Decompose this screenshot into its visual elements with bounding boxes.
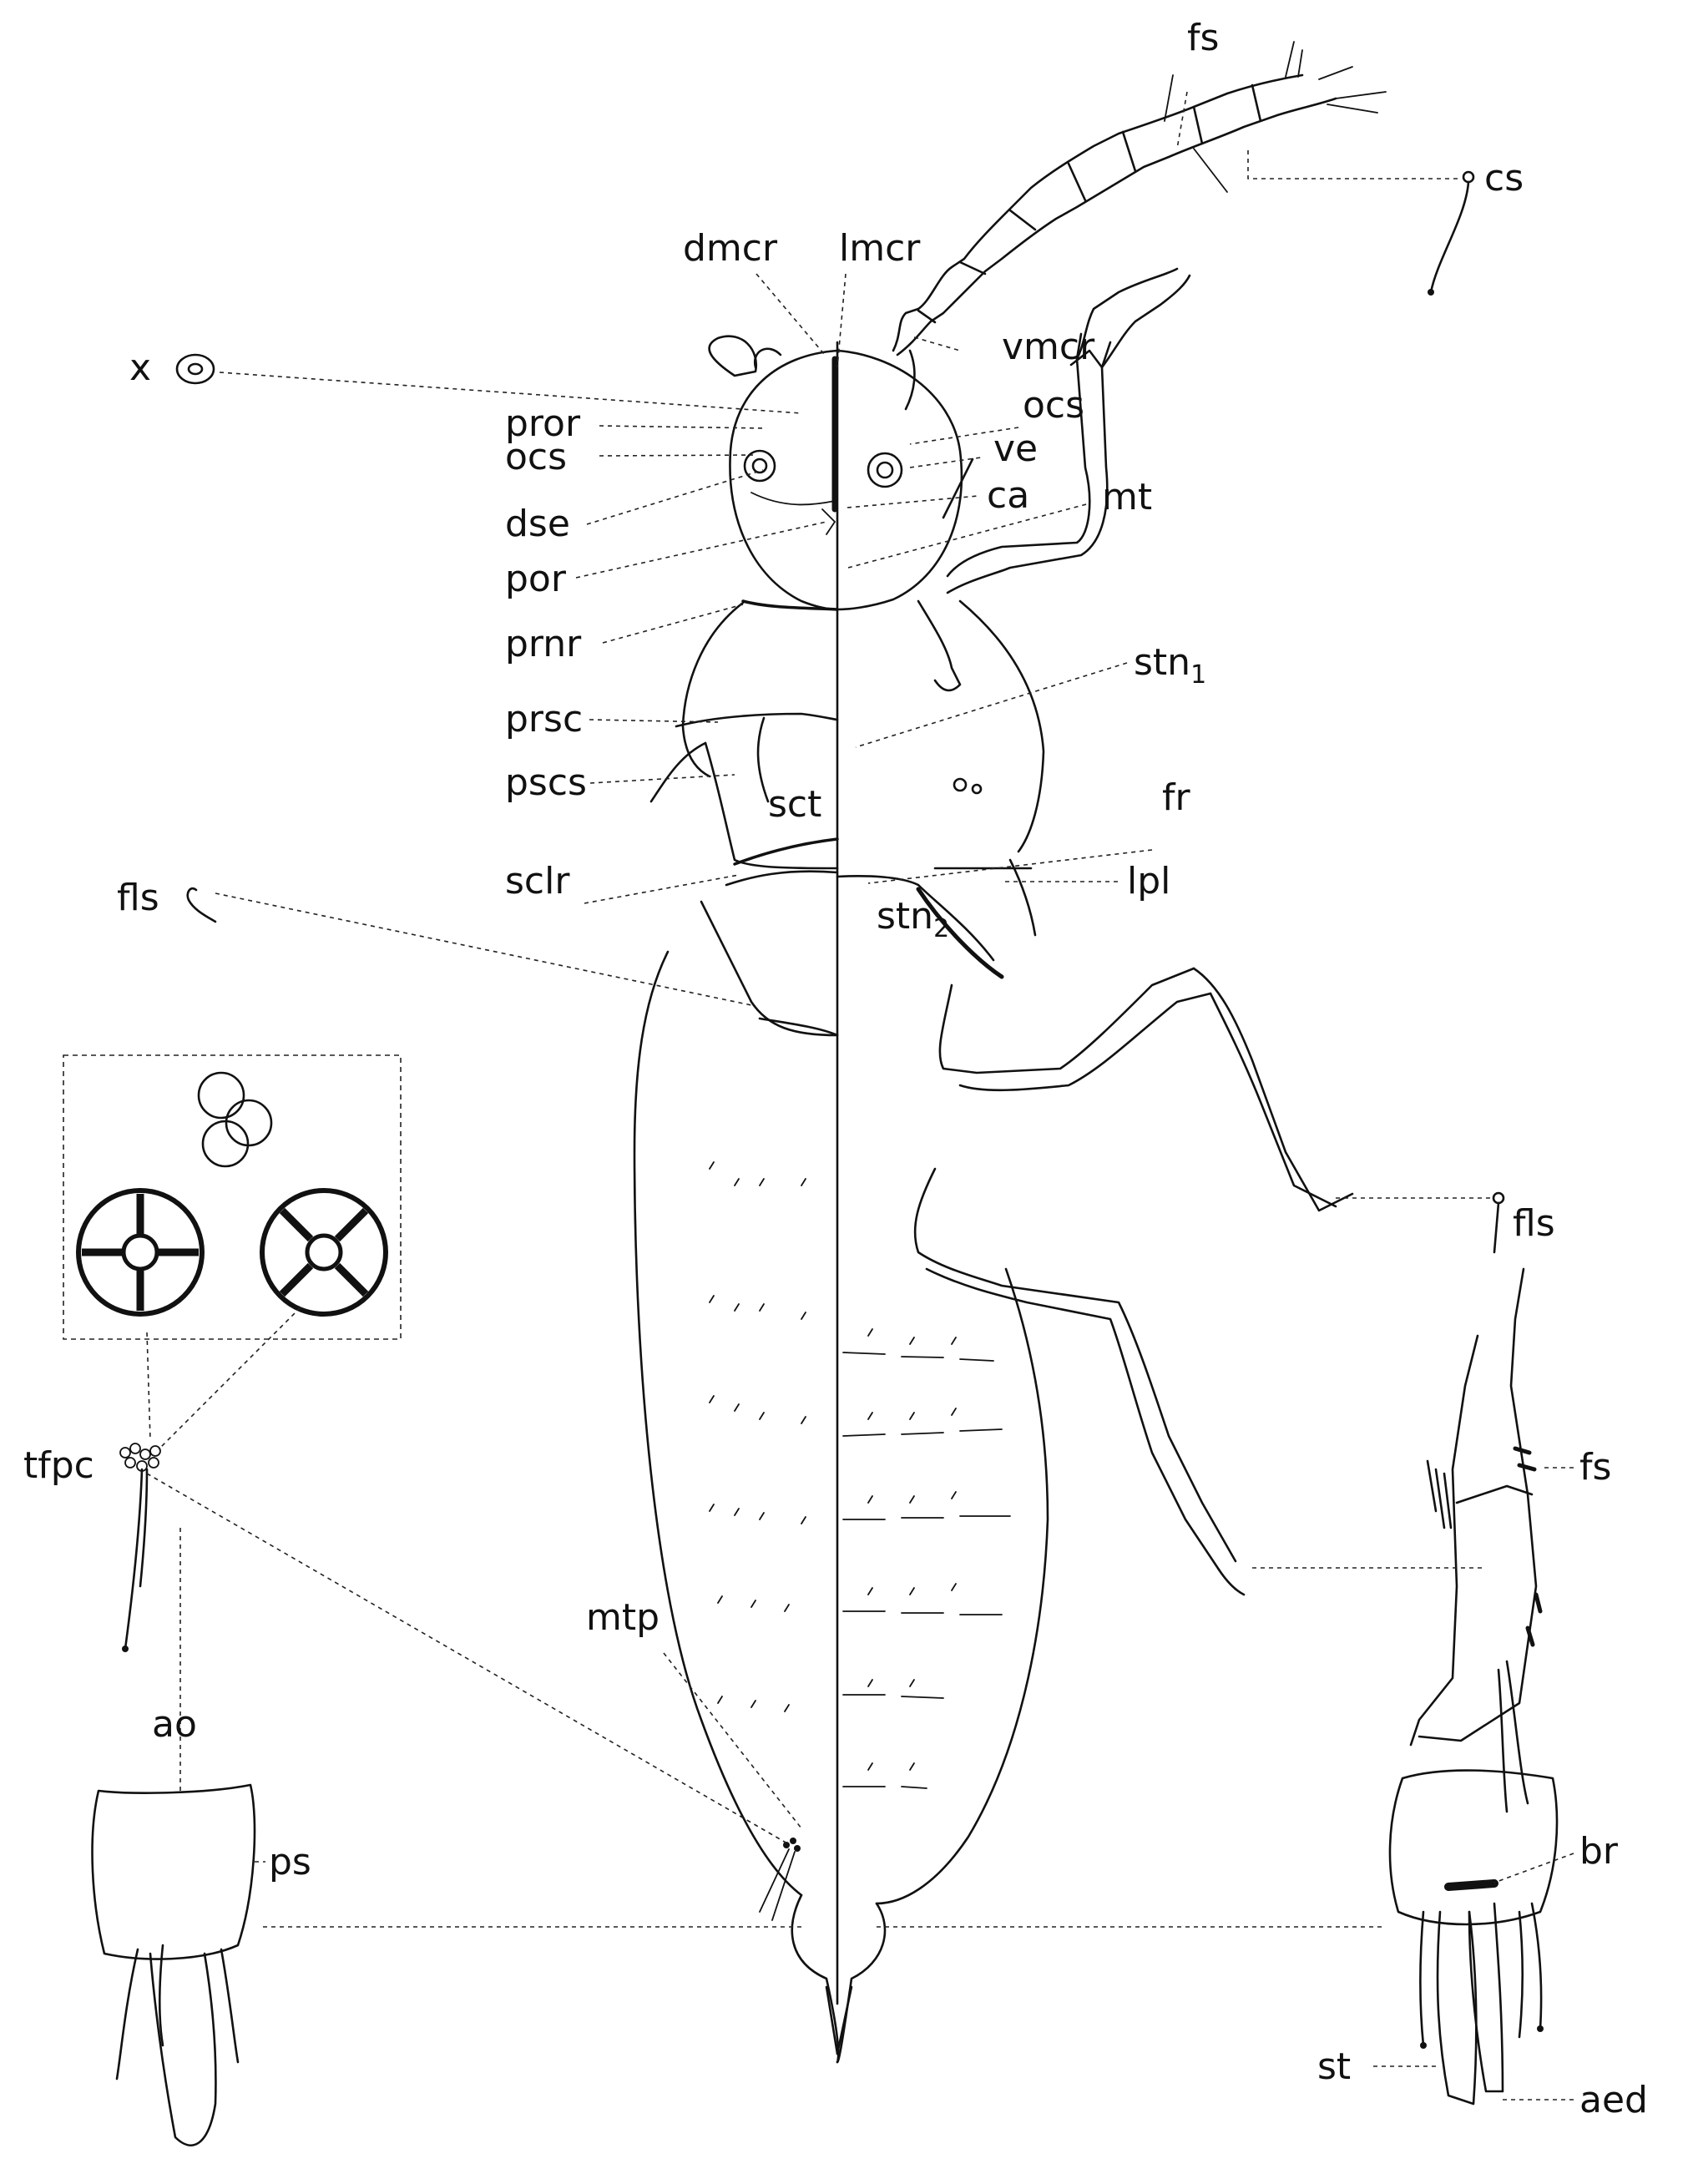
label-fls-right: fls — [1513, 1202, 1555, 1245]
label-st: st — [1317, 2045, 1351, 2088]
label-br: br — [1579, 1830, 1619, 1873]
foreleg-drawing — [917, 267, 1191, 692]
label-sclr: sclr — [505, 860, 570, 902]
label-aed: aed — [1579, 2079, 1648, 2121]
label-fs-top: fs — [1187, 17, 1219, 59]
label-stn1: stn1 — [1134, 641, 1206, 690]
label-dse: dse — [505, 503, 570, 545]
fls-left-seta — [186, 887, 217, 923]
label-stn2: stn2 — [877, 895, 949, 943]
label-prsc: prsc — [505, 698, 583, 741]
label-mtp: mtp — [586, 1596, 660, 1639]
label-x: x — [129, 346, 151, 389]
tarsus-detail — [1409, 1267, 1543, 1813]
label-cs: cs — [1484, 157, 1524, 200]
ps-detail-drawing — [91, 1783, 256, 2146]
label-ocs-left: ocs — [505, 436, 567, 478]
label-ao: ao — [152, 1703, 197, 1746]
label-lpl: lpl — [1127, 860, 1170, 902]
label-lmcr: lmcr — [839, 227, 921, 270]
label-por: por — [505, 558, 567, 600]
x-seta-socket — [175, 353, 215, 385]
label-ca: ca — [987, 474, 1029, 517]
seta-cs-detail — [1428, 170, 1475, 296]
labels: fs cs dmcr lmcr vmcr x pror ocs ocs ve d… — [23, 17, 1648, 2121]
inset-pore-plates — [63, 1054, 402, 1340]
label-ve: ve — [993, 427, 1038, 470]
label-fs-right: fs — [1579, 1446, 1611, 1489]
label-vmcr: vmcr — [1002, 326, 1095, 368]
label-dmcr: dmcr — [683, 227, 778, 270]
label-pror: pror — [505, 402, 581, 445]
label-tfpc: tfpc — [23, 1444, 94, 1487]
leader-lines — [146, 91, 1574, 2101]
fls-right-seta — [1492, 1191, 1505, 1254]
antenna-drawing — [892, 41, 1387, 356]
br-detail-drawing — [1388, 1769, 1559, 2106]
label-fls-left: fls — [117, 877, 159, 919]
label-mt: mt — [1102, 476, 1152, 518]
thorax-drawing — [649, 599, 1045, 1037]
label-ps: ps — [269, 1841, 311, 1883]
label-prnr: prnr — [505, 623, 582, 665]
midleg-drawing — [938, 967, 1354, 1212]
tfpc-detail — [119, 1443, 161, 1652]
label-sct: sct — [768, 783, 821, 826]
label-fr: fr — [1162, 776, 1190, 819]
label-pscs: pscs — [505, 761, 587, 804]
head-drawing — [708, 335, 974, 611]
hindleg-drawing — [913, 1167, 1246, 1596]
label-ocs-right: ocs — [1023, 384, 1084, 427]
abdomen-drawing — [633, 950, 1049, 2064]
